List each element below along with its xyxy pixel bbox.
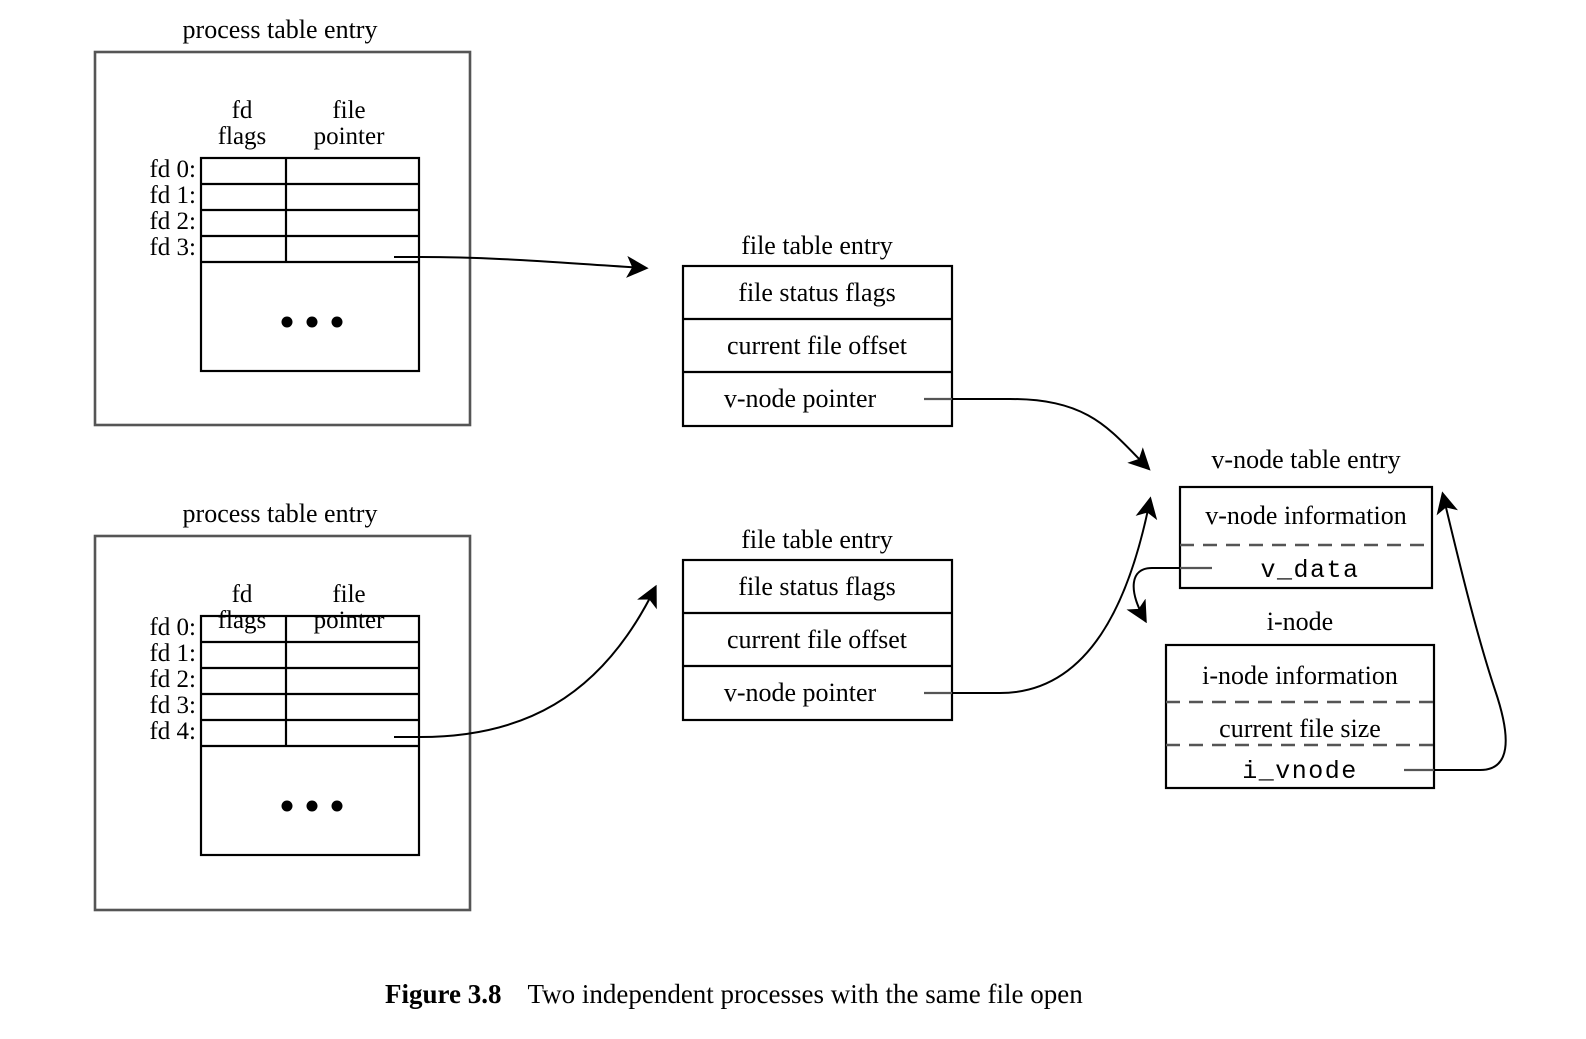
i-vnode-field: i_vnode: [1242, 757, 1358, 786]
vnode-table-entry: v-node table entry v-node information v_…: [1178, 445, 1434, 590]
current-file-offset-2: current file offset: [727, 625, 908, 654]
file-pointer-header-line2-2: pointer: [314, 607, 385, 634]
file-table-1-box: [681, 264, 954, 428]
process-table-entry-2: process table entry fd flags file pointe…: [93, 499, 472, 912]
connector-v-data-to-inode: [1126, 567, 1180, 624]
inode-box: [1164, 643, 1436, 790]
file-table-entry-2: file table entry file status flags curre…: [681, 525, 954, 722]
vnode-pointer-2: v-node pointer: [724, 678, 877, 707]
file-table-2-title: file table entry: [741, 525, 893, 554]
file-pointer-header-line1-1: file: [332, 97, 365, 124]
fd-label-2-0: fd 0:: [149, 614, 196, 641]
file-table-1-title: file table entry: [741, 231, 893, 260]
figure-number: Figure 3.8: [385, 979, 502, 1009]
fd-label-2-2: fd 2:: [149, 666, 196, 693]
connector-fd4-to-file-table-2: [394, 584, 657, 738]
vnode-information: v-node information: [1205, 501, 1406, 530]
figure-caption-text: Two independent processes with the same …: [528, 979, 1084, 1009]
connector-vnode-pointer-1-to-vnode-table: [952, 398, 1151, 471]
ellipsis-dot-1-c: [331, 316, 343, 328]
process-table-2-outer-box: [93, 534, 472, 912]
inode-block: i-node i-node information current file s…: [1164, 607, 1436, 790]
connector-fd3-to-file-table-1: [394, 255, 649, 278]
file-pointer-header-line2-1: pointer: [314, 123, 385, 150]
process-table-1-outer-box: [93, 50, 472, 427]
inode-title: i-node: [1267, 607, 1333, 636]
ellipsis-dot-2-a: [281, 800, 293, 812]
inode-information: i-node information: [1202, 661, 1398, 690]
connector-i-vnode-to-vnode-table: [1434, 491, 1507, 771]
current-file-size: current file size: [1219, 714, 1381, 743]
file-status-flags-2: file status flags: [738, 572, 895, 601]
process-table-2-title: process table entry: [183, 499, 378, 528]
fd-flags-header-line2-1: flags: [218, 123, 267, 150]
ellipsis-dot-1-a: [281, 316, 293, 328]
vnode-table-box: [1178, 485, 1434, 590]
v-data-field: v_data: [1260, 556, 1359, 585]
ellipsis-dot-1-b: [306, 316, 318, 328]
connector-vnode-pointer-2-to-vnode-table: [952, 496, 1158, 694]
fd-flags-header-line2-2: flags: [218, 607, 267, 634]
current-file-offset-1: current file offset: [727, 331, 908, 360]
file-table-2-box: [681, 558, 954, 722]
fd-label-2-1: fd 1:: [149, 640, 196, 667]
process-table-1-title: process table entry: [183, 15, 378, 44]
file-pointer-header-line1-2: file: [332, 581, 365, 608]
fd-label-2-4: fd 4:: [149, 718, 196, 745]
fd-label-1-1: fd 1:: [149, 182, 196, 209]
vnode-table-title: v-node table entry: [1211, 445, 1400, 474]
fd-flags-header-line1-1: fd: [232, 97, 253, 124]
file-table-entry-1: file table entry file status flags curre…: [681, 231, 954, 428]
fd-label-1-3: fd 3:: [149, 234, 196, 261]
fd-table-1: [199, 156, 421, 373]
fd-flags-header-line1-2: fd: [232, 581, 253, 608]
process-table-entry-1: process table entry fd flags file pointe…: [93, 15, 472, 427]
fd-label-1-0: fd 0:: [149, 156, 196, 183]
ellipsis-dot-2-c: [331, 800, 343, 812]
fd-label-2-3: fd 3:: [149, 692, 196, 719]
fd-label-1-2: fd 2:: [149, 208, 196, 235]
figure-caption: Figure 3.8 Two independent processes wit…: [385, 979, 1083, 1009]
fd-table-2: [199, 614, 421, 857]
ellipsis-dot-2-b: [306, 800, 318, 812]
vnode-pointer-1: v-node pointer: [724, 384, 877, 413]
file-status-flags-1: file status flags: [738, 278, 895, 307]
